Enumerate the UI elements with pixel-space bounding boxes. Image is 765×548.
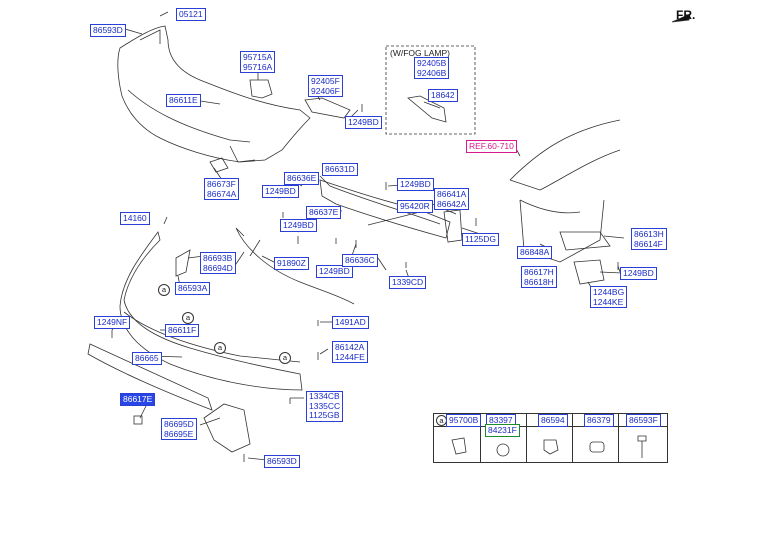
part-label-86611e[interactable]: 86611E xyxy=(166,94,201,107)
fog-lamp-group-title: (W/FOG LAMP) xyxy=(390,48,450,58)
part-label-86637e[interactable]: 86637E xyxy=(306,206,342,219)
part-label-1244bg: 1244BG xyxy=(593,287,625,297)
part-label-1249bd-a[interactable]: 1249BD xyxy=(345,116,382,129)
body-panel-drawing xyxy=(509,119,621,214)
part-label-86614f: 86614F xyxy=(634,239,663,249)
front-direction-arrow xyxy=(671,13,691,23)
grommet-86594-icon xyxy=(543,439,559,455)
part-label-18642[interactable]: 18642 xyxy=(428,89,458,102)
cap-84231f-icon xyxy=(496,443,510,457)
part-label-86142a-1244fe[interactable]: 86142A 1244FE xyxy=(332,341,368,363)
fog-lamp-drawing xyxy=(407,95,447,123)
circle-marker-a-2: a xyxy=(182,312,194,324)
part-label-86693b: 86693B xyxy=(203,253,233,263)
circle-marker-a-4: a xyxy=(279,352,291,364)
reflector-drawing xyxy=(304,97,351,119)
sensor-bracket-drawing xyxy=(249,79,273,99)
ref-link[interactable]: REF.60-710 xyxy=(466,140,517,153)
part-label-86613h: 86613H xyxy=(634,229,664,239)
part-label-86593a[interactable]: 86593A xyxy=(175,282,211,295)
legend-icons xyxy=(451,435,647,458)
part-label-86674a: 86674A xyxy=(207,189,237,199)
legend-part-86593f[interactable]: 86593F xyxy=(626,414,661,427)
part-label-86673f: 86673F xyxy=(207,179,236,189)
part-label-1244fe: 1244FE xyxy=(335,352,365,362)
part-label-86631d[interactable]: 86631D xyxy=(322,163,358,176)
part-label-1335cc: 1335CC xyxy=(309,400,341,411)
part-label-1249bd-e[interactable]: 1249BD xyxy=(316,265,353,278)
part-label-95715a-95716a[interactable]: 95715A 95716A xyxy=(240,51,276,73)
part-label-86673f-86674a[interactable]: 86673F 86674A xyxy=(204,178,240,200)
part-label-86665[interactable]: 86665 xyxy=(132,352,162,365)
parts-legend-table: a 95700B 83397 84231F 86594 86379 86593F xyxy=(433,413,668,463)
part-label-86611f[interactable]: 86611F xyxy=(165,324,200,337)
legend-part-95700b[interactable]: 95700B xyxy=(446,414,482,427)
part-label-95715a: 95715A xyxy=(243,52,273,62)
pad-86379-icon xyxy=(589,441,605,453)
part-label-14160[interactable]: 14160 xyxy=(120,212,150,225)
part-label-1339cd[interactable]: 1339CD xyxy=(389,276,427,289)
legend-divider-4 xyxy=(618,414,619,462)
part-label-1249bd-d[interactable]: 1249BD xyxy=(280,219,317,232)
legend-divider-3 xyxy=(572,414,573,462)
part-label-92405b-92406b[interactable]: 92405B 92406B xyxy=(414,57,450,79)
part-label-05121[interactable]: 05121 xyxy=(176,8,206,21)
legend-part-86379[interactable]: 86379 xyxy=(584,414,614,427)
part-label-86593d-bottom[interactable]: 86593D xyxy=(264,455,300,468)
bumper-beam-drawing xyxy=(319,179,451,239)
part-label-95420r[interactable]: 95420R xyxy=(397,200,433,213)
clip-95700b-icon xyxy=(451,437,467,455)
part-label-92405b: 92405B xyxy=(417,58,447,68)
legend-part-86594[interactable]: 86594 xyxy=(538,414,568,427)
part-label-86695d-86695e[interactable]: 86695D 86695E xyxy=(161,418,197,440)
part-label-86142a: 86142A xyxy=(335,342,365,352)
part-label-86848a[interactable]: 86848A xyxy=(517,246,553,259)
part-label-1125dg[interactable]: 1125DG xyxy=(462,233,500,246)
part-label-86695e: 86695E xyxy=(164,429,194,439)
part-label-1125gb: 1125GB xyxy=(309,410,340,421)
lower-bumper-cover-drawing xyxy=(119,231,303,391)
legend-part-84231f[interactable]: 84231F xyxy=(485,424,520,437)
part-label-86641a: 86641A xyxy=(437,189,467,199)
part-label-86695d: 86695D xyxy=(164,419,194,429)
part-label-86642a: 86642A xyxy=(437,199,467,209)
part-label-86693b-86694d[interactable]: 86693B 86694D xyxy=(200,252,236,274)
part-label-86593d-top[interactable]: 86593D xyxy=(90,24,126,37)
mud-guard-drawing xyxy=(203,403,251,453)
part-label-1334cb-group[interactable]: 1334CB 1335CC 1125GB xyxy=(306,391,344,422)
part-label-86636c[interactable]: 86636C xyxy=(342,254,378,267)
part-label-1244bg-1244ke[interactable]: 1244BG 1244KE xyxy=(590,286,628,308)
part-label-95716a: 95716A xyxy=(243,62,273,72)
part-label-86617h: 86617H xyxy=(524,267,554,277)
upper-bumper-cover-drawing xyxy=(117,25,311,163)
part-label-86618h: 86618H xyxy=(524,277,554,287)
part-label-86694d: 86694D xyxy=(203,263,233,273)
legend-divider-2 xyxy=(526,414,527,462)
part-label-92406b: 92406B xyxy=(417,68,447,78)
part-label-1249nf[interactable]: 1249NF xyxy=(94,316,131,329)
part-label-1491ad[interactable]: 1491AD xyxy=(332,316,369,329)
part-label-86641a-86642a[interactable]: 86641A 86642A xyxy=(434,188,470,210)
part-label-1244ke: 1244KE xyxy=(593,297,624,307)
legend-divider-1 xyxy=(480,414,481,462)
part-label-86617h-86618h[interactable]: 86617H 86618H xyxy=(521,266,557,288)
part-label-1334cb: 1334CB xyxy=(309,391,340,401)
part-label-92406f: 92406F xyxy=(311,86,340,96)
part-label-92405f: 92405F xyxy=(311,76,340,86)
part-label-86636e[interactable]: 86636E xyxy=(284,172,320,185)
part-label-91890z[interactable]: 91890Z xyxy=(274,257,309,270)
screw-86593f-icon xyxy=(637,435,647,458)
front-direction-label: FR. xyxy=(676,8,696,22)
part-label-92405f-92406f[interactable]: 92405F 92406F xyxy=(308,75,343,97)
part-label-1249bd-b[interactable]: 1249BD xyxy=(262,185,299,198)
circle-marker-a-3: a xyxy=(214,342,226,354)
part-label-86617e-selected[interactable]: 86617E xyxy=(120,393,156,406)
part-label-86613h-86614f[interactable]: 86613H 86614F xyxy=(631,228,667,250)
circle-marker-a-1: a xyxy=(158,284,170,296)
part-label-1249bd-c[interactable]: 1249BD xyxy=(397,178,434,191)
part-label-1249bd-f[interactable]: 1249BD xyxy=(620,267,657,280)
wiring-harness-drawing xyxy=(231,227,355,305)
